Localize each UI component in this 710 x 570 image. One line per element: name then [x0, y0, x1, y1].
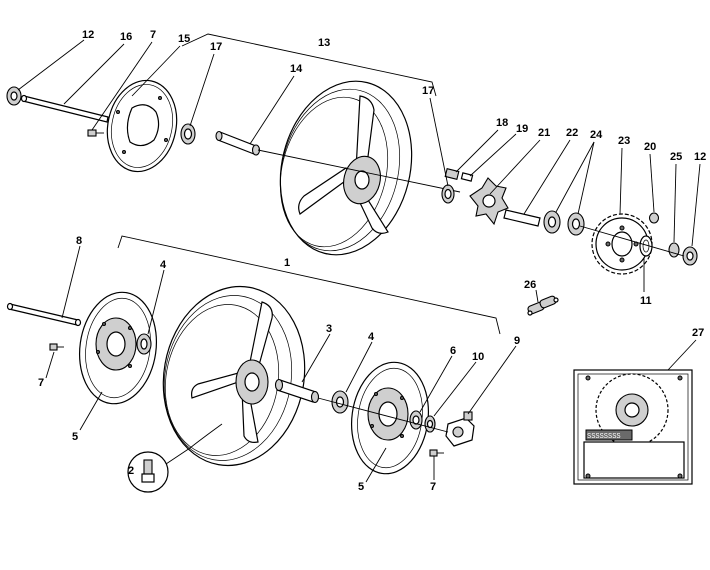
callout-17-right: 17 — [422, 85, 434, 97]
callout-labels: 12 16 7 15 17 13 14 17 18 19 21 22 24 23… — [38, 29, 706, 493]
front-disc-bolt-right — [429, 449, 444, 457]
rear-sprocket-nut — [648, 212, 660, 224]
callout-2: 2 — [128, 465, 134, 477]
rear-sprocket-flange — [469, 177, 509, 226]
rear-axle-washer — [668, 242, 680, 258]
front-bearing-left — [136, 333, 152, 355]
rear-wheel-assembly — [6, 33, 698, 275]
inset-kit-label: SSSSSSSS — [587, 433, 621, 441]
callout-7-front-right: 7 — [430, 481, 436, 493]
callout-8: 8 — [76, 235, 82, 247]
front-spacer — [274, 378, 320, 404]
callout-14: 14 — [290, 63, 303, 75]
callout-27: 27 — [692, 327, 704, 339]
rear-bearing-right — [441, 184, 455, 204]
rear-flange-bearings — [543, 210, 585, 236]
front-bearing-right — [331, 390, 349, 414]
chain-link — [527, 295, 559, 316]
callout-25: 25 — [670, 151, 682, 163]
callout-7-rear: 7 — [150, 29, 156, 41]
rear-brake-disc — [106, 79, 178, 173]
callout-9: 9 — [514, 335, 520, 347]
rear-disc-bolt — [87, 129, 104, 137]
callout-11: 11 — [640, 295, 652, 307]
callout-12-left: 12 — [82, 29, 94, 41]
front-disc-bolt-left — [49, 343, 64, 351]
front-wheel-assembly — [6, 235, 501, 493]
callout-26: 26 — [524, 279, 536, 291]
callout-22: 22 — [566, 127, 578, 139]
callout-19: 19 — [516, 123, 528, 135]
callout-4-left: 4 — [160, 259, 167, 271]
rear-sprocket — [591, 213, 653, 275]
callout-4-right: 4 — [368, 331, 375, 343]
callout-24: 24 — [590, 129, 603, 141]
callout-13: 13 — [318, 37, 330, 49]
callout-5-left: 5 — [72, 431, 78, 443]
callout-3: 3 — [326, 323, 332, 335]
callout-6: 6 — [450, 345, 456, 357]
leader-lines — [17, 39, 701, 483]
parts-kit-inset: SSSSSSSS — [573, 369, 693, 485]
callout-10: 10 — [472, 351, 484, 363]
callout-5-right: 5 — [358, 481, 364, 493]
callout-1: 1 — [284, 257, 290, 269]
callout-16: 16 — [120, 31, 132, 43]
callout-18: 18 — [496, 117, 508, 129]
rear-axle-nut-right — [682, 246, 698, 266]
rear-flange-spacer — [503, 209, 541, 227]
callout-20: 20 — [644, 141, 656, 153]
rear-spacer — [215, 130, 261, 156]
rear-axle — [20, 94, 109, 123]
rear-cush-drive-pin — [444, 168, 474, 182]
rear-bearing-left — [180, 123, 196, 145]
callout-7-front-left: 7 — [38, 377, 44, 389]
callout-12-right: 12 — [694, 151, 706, 163]
callout-21: 21 — [538, 127, 550, 139]
callout-23: 23 — [618, 135, 630, 147]
rear-axle-nut-left — [6, 86, 22, 106]
speedometer-drive — [445, 411, 475, 447]
front-axle — [6, 302, 82, 327]
callout-17-left: 17 — [210, 41, 222, 53]
front-wheel-rim — [162, 285, 306, 467]
front-brake-disc-left — [78, 291, 158, 405]
tyre-valve-callout — [127, 451, 169, 493]
callout-15: 15 — [178, 33, 190, 45]
